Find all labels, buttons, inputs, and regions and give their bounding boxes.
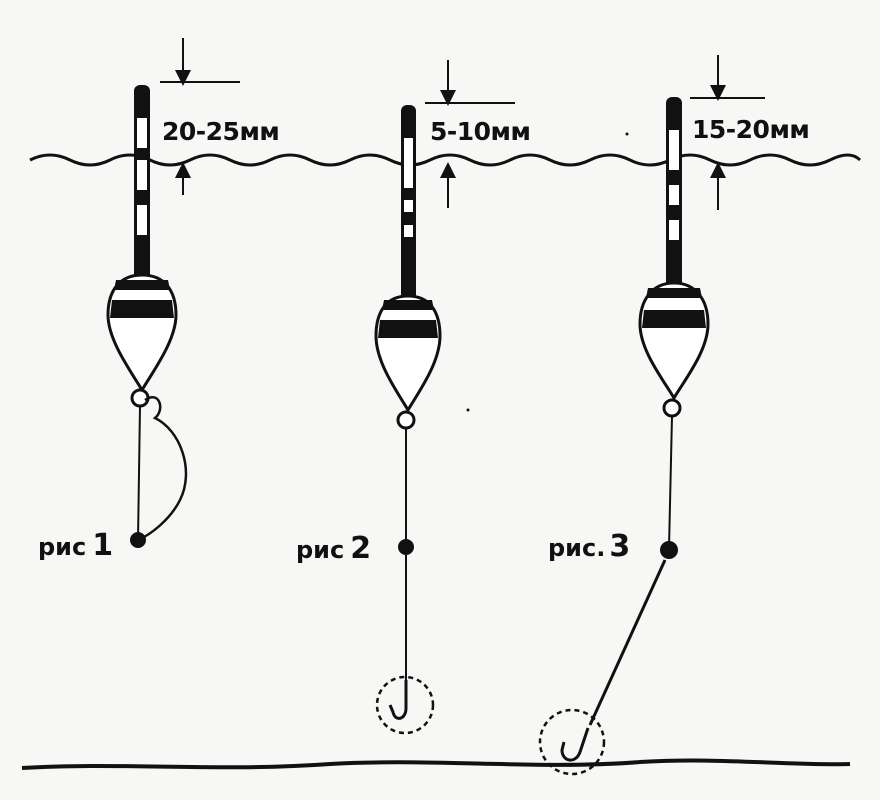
sinker-weight <box>660 541 678 559</box>
bottom-line <box>21 758 851 770</box>
depth-measurement-label: 15-20мм <box>692 115 809 144</box>
depth-measurement-label: 5-10мм <box>430 117 530 146</box>
float-body <box>638 281 710 401</box>
hook-highlight-circle <box>375 675 435 735</box>
sinker-weight <box>398 539 414 555</box>
sinker-weight <box>130 532 146 548</box>
float-body <box>374 294 442 413</box>
hook-icon <box>560 727 590 762</box>
hook-highlight-circle <box>538 708 606 776</box>
water-surface-line <box>29 153 862 167</box>
depth-measurement-label: 20-25мм <box>162 117 279 146</box>
hook-icon <box>388 680 408 720</box>
float-figure-3: 15-20мм рис.3 <box>538 55 810 776</box>
float-body <box>106 273 178 393</box>
figure-caption: рис.3 <box>548 529 630 564</box>
